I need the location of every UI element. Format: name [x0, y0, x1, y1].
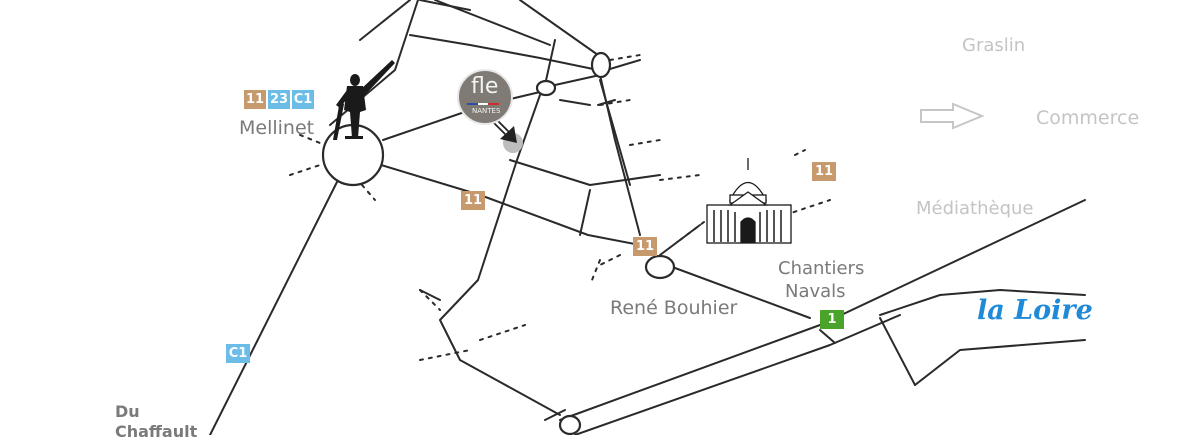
bus-11-badge-mellinet: 11	[244, 90, 266, 109]
bus-11-badge: 11	[812, 162, 836, 181]
logo-text: fle	[471, 74, 499, 99]
label-chantiers: Chantiers	[778, 258, 865, 279]
fle-nantes-logo	[457, 69, 513, 125]
bus-11-badge: 11	[461, 191, 485, 210]
roundabout-small	[535, 79, 557, 97]
river-label: la Loire	[977, 295, 1093, 326]
rene-bouhier-roundabout	[644, 254, 676, 280]
label-du: Du	[115, 402, 140, 421]
bus-c1-badge-mellinet: C1	[292, 90, 314, 109]
direction-arrow-icon	[920, 102, 985, 130]
label-navals: Navals	[785, 281, 846, 302]
logo-subtext: NANTES	[472, 107, 501, 115]
label-chaffault: Chaffault	[115, 422, 198, 441]
bus-c1-badge: C1	[226, 344, 250, 363]
bus-23-badge-mellinet: 23	[268, 90, 290, 109]
label-rene-bouhier: René Bouhier	[610, 297, 738, 319]
tram-1-badge: 1	[820, 310, 844, 329]
church-icon	[706, 158, 792, 244]
roundabout-south	[558, 414, 582, 435]
bus-11-badge: 11	[633, 237, 657, 256]
label-commerce: Commerce	[1036, 107, 1140, 129]
roundabout-north	[590, 51, 612, 79]
statue-icon	[333, 60, 395, 140]
label-mellinet: Mellinet	[239, 117, 315, 139]
label-graslin: Graslin	[962, 35, 1026, 56]
label-mediatheque: Médiathèque	[916, 198, 1034, 219]
